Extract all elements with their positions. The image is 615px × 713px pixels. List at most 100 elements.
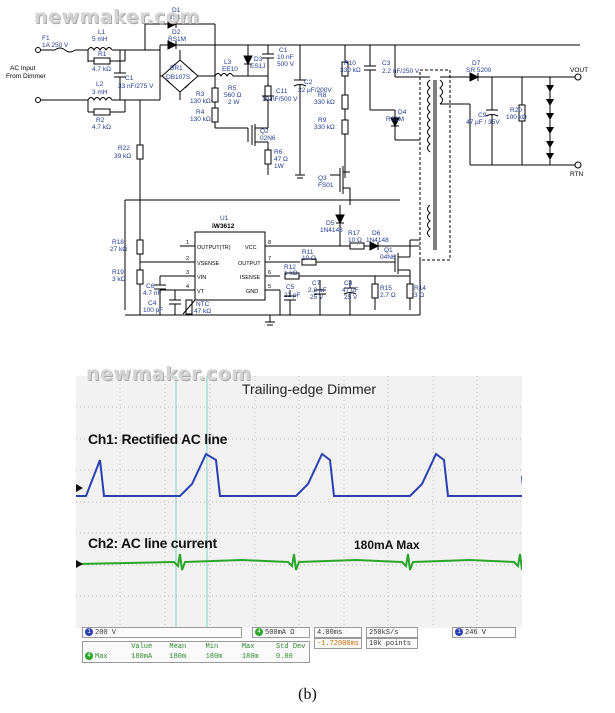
pin-number-6: 6	[268, 270, 271, 276]
r11-label: R11	[302, 249, 314, 256]
timebase: 4.00ms	[317, 629, 343, 637]
r10-value: 330 kΩ	[340, 67, 361, 74]
c4-value: 100 pF	[143, 307, 163, 314]
r17-label: R17	[348, 230, 360, 237]
q1-label: Q1	[384, 247, 393, 254]
trigger-position-readout[interactable]: -1.72000ms	[314, 638, 362, 649]
ch1-ground-marker-icon[interactable]	[76, 483, 84, 493]
ch2-ground-marker-icon[interactable]	[76, 559, 84, 569]
r2-label: R2	[96, 117, 105, 124]
d7-label: D7	[472, 60, 481, 67]
c5-label: C5	[286, 284, 295, 291]
c3-label: C3	[382, 60, 391, 67]
r3-label: R3	[196, 91, 205, 98]
pin-vcc: VCC	[245, 245, 257, 251]
d4-label: D4	[398, 109, 407, 116]
f1-rating: 1A 250 V	[42, 42, 69, 49]
pin-number-3: 3	[186, 270, 189, 276]
r3-value: 130 kΩ	[190, 98, 211, 105]
meas-min: 180m	[205, 653, 223, 661]
r9-label: R9	[318, 117, 327, 124]
c11-label: C11	[276, 88, 288, 95]
br1-value: DB107S	[166, 74, 191, 81]
r19-label: R19	[112, 269, 124, 276]
c7-voltage: 25 V	[310, 294, 324, 301]
r2-value: 4.7 kΩ	[92, 124, 111, 131]
watermark-2: newmaker.com	[86, 363, 252, 385]
timebase-readout[interactable]: 4.00ms	[314, 627, 362, 638]
vout-label: VOUT	[570, 67, 588, 74]
ntc-value: 47 kΩ	[194, 308, 211, 315]
r17-value: 10 Ω	[348, 237, 362, 244]
scope-title: Trailing-edge Dimmer	[242, 381, 377, 397]
sample-rate: 250kS/s	[369, 629, 399, 637]
d4-value: RS1M	[386, 116, 404, 123]
ch2-label: Ch2: AC line current	[88, 535, 217, 551]
c1b-value: 10 nF	[277, 54, 294, 61]
pin-number-4: 4	[186, 284, 189, 290]
r14-value: 3 Ω	[414, 292, 424, 299]
c9-label: C9	[478, 112, 487, 119]
record-length-readout[interactable]: 10k points	[366, 638, 418, 649]
ac-input-label: AC Input	[10, 65, 35, 72]
c7-value: 2.2 μF	[308, 287, 327, 294]
c1-label: C1	[125, 75, 134, 82]
ch1-chip-icon: 1	[85, 628, 93, 637]
scope-grid	[76, 376, 522, 628]
r14-label: R14	[414, 285, 426, 292]
meas-name: Max	[95, 653, 108, 661]
ac-input-label-2: From Dimmer	[6, 73, 47, 80]
r11-value: 10 Ω	[302, 255, 316, 262]
pin-isense: ISENSE	[240, 275, 261, 281]
c1-value: 33 nF/275 V	[118, 83, 154, 90]
trigger-position: -1.72000ms	[317, 640, 360, 648]
r8-value: 330 kΩ	[314, 99, 335, 106]
d2-value: RS1M	[168, 36, 186, 43]
l1-label: L1	[98, 29, 106, 36]
u1-label: U1	[220, 215, 229, 222]
circuit-schematic: F1 1A 250 V AC Input From Dimmer L1 5 mH…	[6, 7, 588, 326]
r1-label: R1	[98, 51, 107, 58]
meas-std: 0.00	[276, 653, 293, 661]
r22-value: 39 kΩ	[114, 153, 131, 160]
r6-label: R6	[274, 149, 283, 156]
f1-label: F1	[42, 35, 50, 42]
r12-value: 1 kΩ	[284, 270, 298, 277]
c8-voltage: 25 V	[344, 294, 358, 301]
oscilloscope-screen	[75, 376, 527, 628]
r4-label: R4	[196, 109, 205, 116]
q3-value: FS01	[318, 182, 334, 189]
ch4-chip-icon: 4	[255, 628, 263, 637]
meas-header-max: Max	[241, 643, 255, 651]
c7-label: C7	[312, 280, 321, 287]
r22-label: R22	[118, 145, 130, 152]
figure-caption: (b)	[298, 686, 317, 703]
meas-header-min: Min	[205, 643, 219, 651]
meas-header-mean: Mean	[169, 643, 187, 651]
r4-value: 130 kΩ	[190, 116, 211, 123]
r6-power: 1W	[274, 163, 285, 170]
sample-rate-readout[interactable]: 250kS/s	[366, 627, 418, 638]
l3-label: L3	[224, 59, 232, 66]
r12-label: R12	[284, 264, 296, 271]
d2-label: D2	[172, 29, 181, 36]
ntc-label: NTC	[196, 301, 210, 308]
r8-label: R8	[318, 92, 327, 99]
r1-value: 4.7 kΩ	[92, 66, 111, 73]
ch4-scale: 500mA Ω	[265, 629, 295, 637]
c8-label: C8	[344, 280, 353, 287]
c1b-label: C1	[279, 47, 288, 54]
c2-label: C2	[304, 79, 313, 86]
meas-max: 180m	[241, 653, 259, 661]
pin-number-1: 1	[186, 240, 189, 246]
l3-value: EE10	[222, 66, 238, 73]
d5-label: D5	[326, 220, 335, 227]
q2-value: 02N6	[260, 135, 276, 142]
meas-header-std: Std Dev	[276, 643, 306, 651]
pin-number-7: 7	[268, 256, 271, 262]
led-string	[546, 85, 554, 160]
